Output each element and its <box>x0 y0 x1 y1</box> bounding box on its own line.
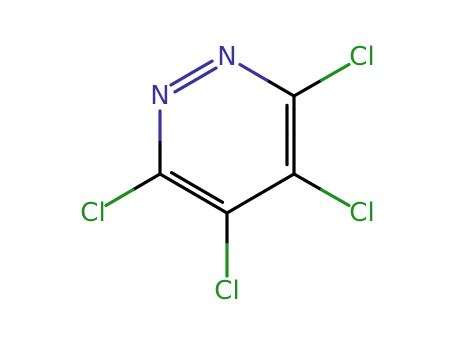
bond-N1-N2-line-1-half-b <box>169 71 194 87</box>
bonds-layer <box>104 59 351 278</box>
bond-C6-Cl6 <box>292 62 351 98</box>
atom-label-Cl6: Cl <box>349 42 374 72</box>
bond-C3-Cl3-line-1-half-a <box>131 172 162 192</box>
bond-N1-N2-line-1-half-a <box>189 59 214 75</box>
bond-C3-C4-line-2-half-b <box>195 185 225 204</box>
bond-C6-N1-line-1-half-a <box>265 78 296 98</box>
atom-label-N2: N <box>150 81 169 111</box>
bond-C6-Cl6-line-1-half-b <box>319 62 351 82</box>
bond-C6-N1 <box>238 62 296 98</box>
atom-label-Cl4: Cl <box>214 276 239 306</box>
bond-C3-C4-line-2-half-a <box>169 171 199 190</box>
bond-C4-C5-line-1-half-b <box>258 172 296 196</box>
bond-C6-N1-line-1-half-b <box>238 62 269 82</box>
bond-C3-C4-line-1-half-a <box>158 172 196 196</box>
bond-C3-C4 <box>158 171 229 215</box>
bond-N1-N2 <box>169 59 218 94</box>
bond-N1-N2-line-2-half-b <box>173 78 198 94</box>
atom-labels-layer: N N Cl Cl Cl Cl <box>80 42 374 306</box>
bond-C5-Cl5 <box>292 172 351 208</box>
bond-C3-C4-line-1-half-b <box>191 191 229 215</box>
bond-C5-C6 <box>285 94 296 176</box>
atom-label-N1: N <box>217 42 236 72</box>
bond-N1-N2-line-2-half-a <box>193 66 218 82</box>
bond-C4-C5-line-1-half-a <box>225 191 263 215</box>
bond-C6-Cl6-line-1-half-a <box>292 78 324 98</box>
atom-label-Cl5: Cl <box>349 198 374 228</box>
bond-C3-Cl3-line-1-half-b <box>104 188 135 208</box>
bond-C4-C5 <box>225 172 296 215</box>
bond-C3-Cl3 <box>104 172 162 208</box>
bond-C5-Cl5-line-1-half-b <box>319 188 351 208</box>
bond-C5-Cl5-line-1-half-a <box>292 172 324 192</box>
atom-label-Cl3: Cl <box>80 198 105 228</box>
